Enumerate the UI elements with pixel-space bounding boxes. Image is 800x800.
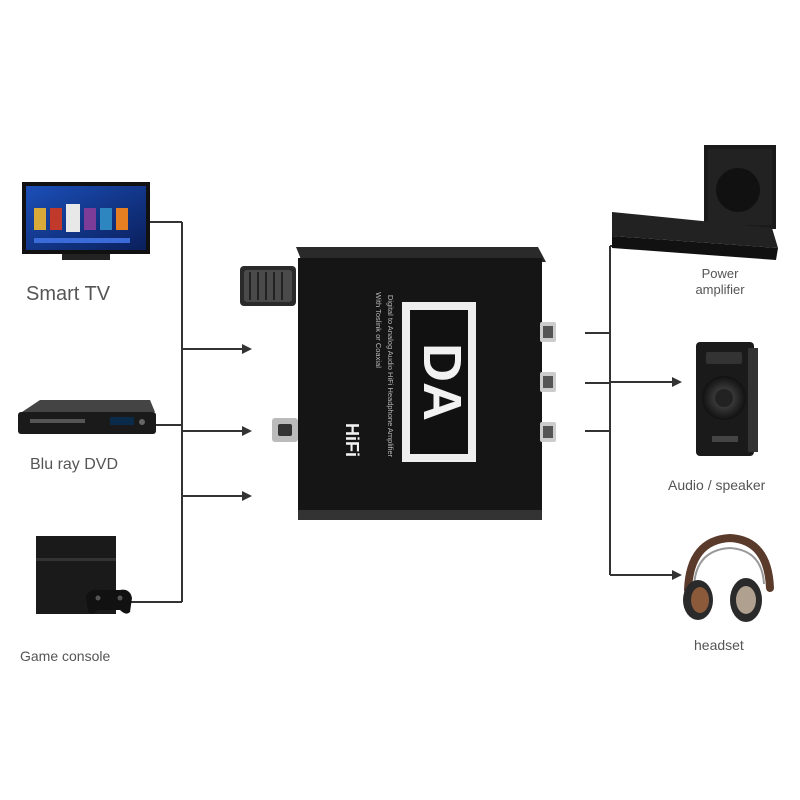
headphones-icon	[683, 533, 774, 622]
device-logo: DA	[412, 343, 472, 421]
output-connector-lines	[585, 241, 682, 580]
device-hifi-label: HiFi	[342, 423, 362, 457]
input-label-bluray-dvd: Blu ray DVD	[30, 456, 119, 473]
output-label-power-amplifier-line2: amplifier	[695, 282, 745, 297]
output-label-headset: headset	[694, 637, 744, 653]
bluray-player-icon	[18, 400, 156, 434]
rca-output-jacks	[540, 322, 556, 442]
speaker-icon	[696, 342, 758, 456]
output-label-power-amplifier-line1: Power	[702, 266, 740, 281]
soundbar-subwoofer-icon	[612, 145, 778, 260]
dac-device: DA HiFi Digital to Analog Audio HiFi Hea…	[240, 247, 556, 520]
output-label-audio-speaker: Audio / speaker	[668, 477, 766, 493]
device-description-line1: Digital to Analog Audio HiFi Headphone A…	[386, 295, 395, 458]
input-label-smart-tv: Smart TV	[26, 283, 111, 305]
game-console-icon	[36, 536, 132, 614]
input-label-game-console: Game console	[20, 648, 111, 664]
device-description-line2: With Toslink or Coaxial	[374, 292, 383, 368]
input-connector-lines	[130, 221, 252, 603]
smart-tv-icon	[22, 182, 150, 260]
